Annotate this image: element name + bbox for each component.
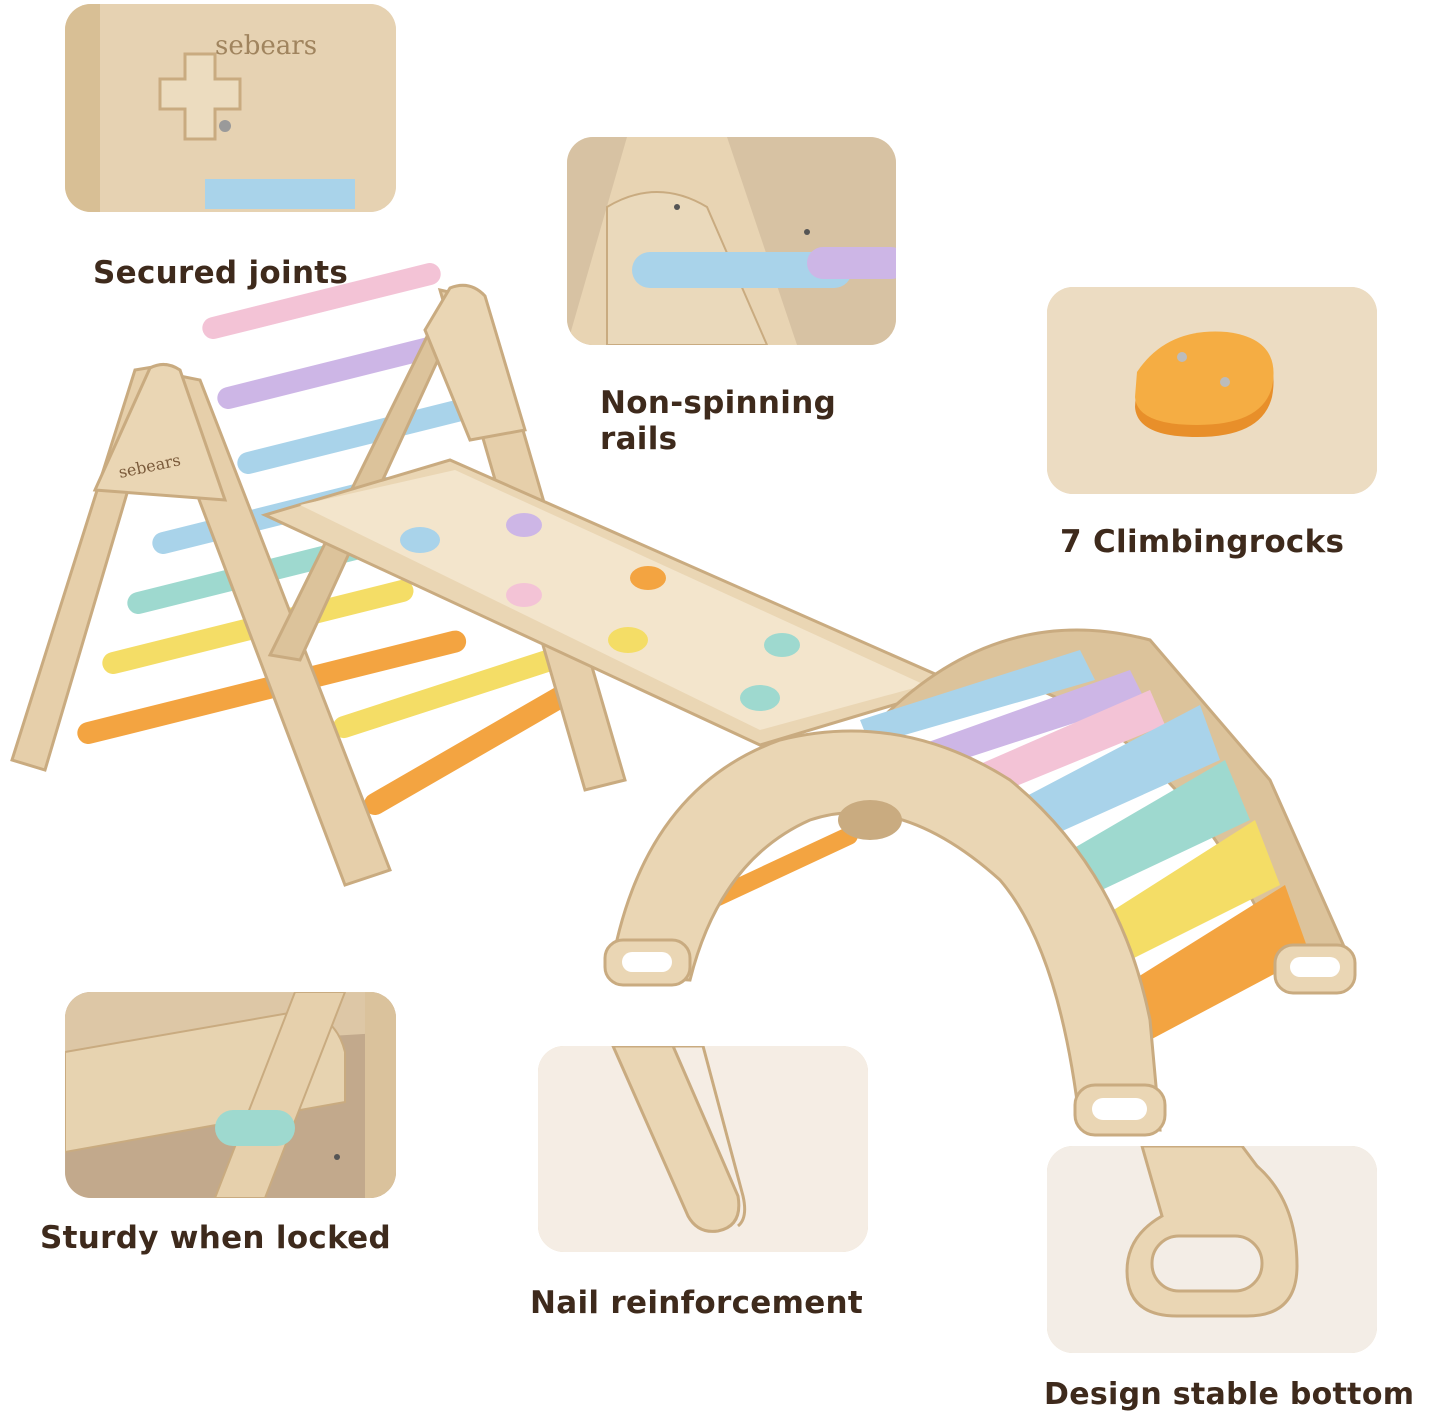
- triangle-frame: [10, 263, 627, 887]
- non-spinning-rails-image: [567, 137, 896, 345]
- non-spinning-rails-panel: [567, 137, 896, 345]
- stable-bottom-panel: [1047, 1146, 1377, 1353]
- sturdy-when-locked-panel: [65, 992, 396, 1198]
- sturdy-when-locked-image: [65, 992, 396, 1198]
- stable-bottom-caption: Design stable bottom: [1044, 1377, 1415, 1412]
- secured-joints-image: sebears: [65, 4, 396, 212]
- secured-joints-caption: Secured joints: [93, 255, 349, 291]
- secured-joints-panel: sebears: [65, 4, 396, 212]
- climbing-rocks-image: [1047, 287, 1377, 494]
- stable-bottom-image: [1047, 1146, 1377, 1353]
- nail-reinforcement-image: [538, 1046, 868, 1252]
- nail-reinforcement-panel: [538, 1046, 868, 1252]
- climbing-rocks-panel: [1047, 287, 1377, 494]
- sturdy-when-locked-caption: Sturdy when locked: [40, 1220, 391, 1256]
- secured-joints-logo: sebears: [215, 31, 317, 61]
- climbing-rocks-caption: 7 Climbingrocks: [1060, 524, 1345, 560]
- ramp-board: [260, 458, 965, 747]
- frame-logo: sebears: [117, 450, 182, 482]
- non-spinning-rails-caption: Non-spinning rails: [600, 385, 837, 457]
- non-spinning-rails-line1: Non-spinning: [600, 385, 837, 421]
- nail-reinforcement-caption: Nail reinforcement: [530, 1285, 864, 1321]
- non-spinning-rails-line2: rails: [600, 420, 678, 457]
